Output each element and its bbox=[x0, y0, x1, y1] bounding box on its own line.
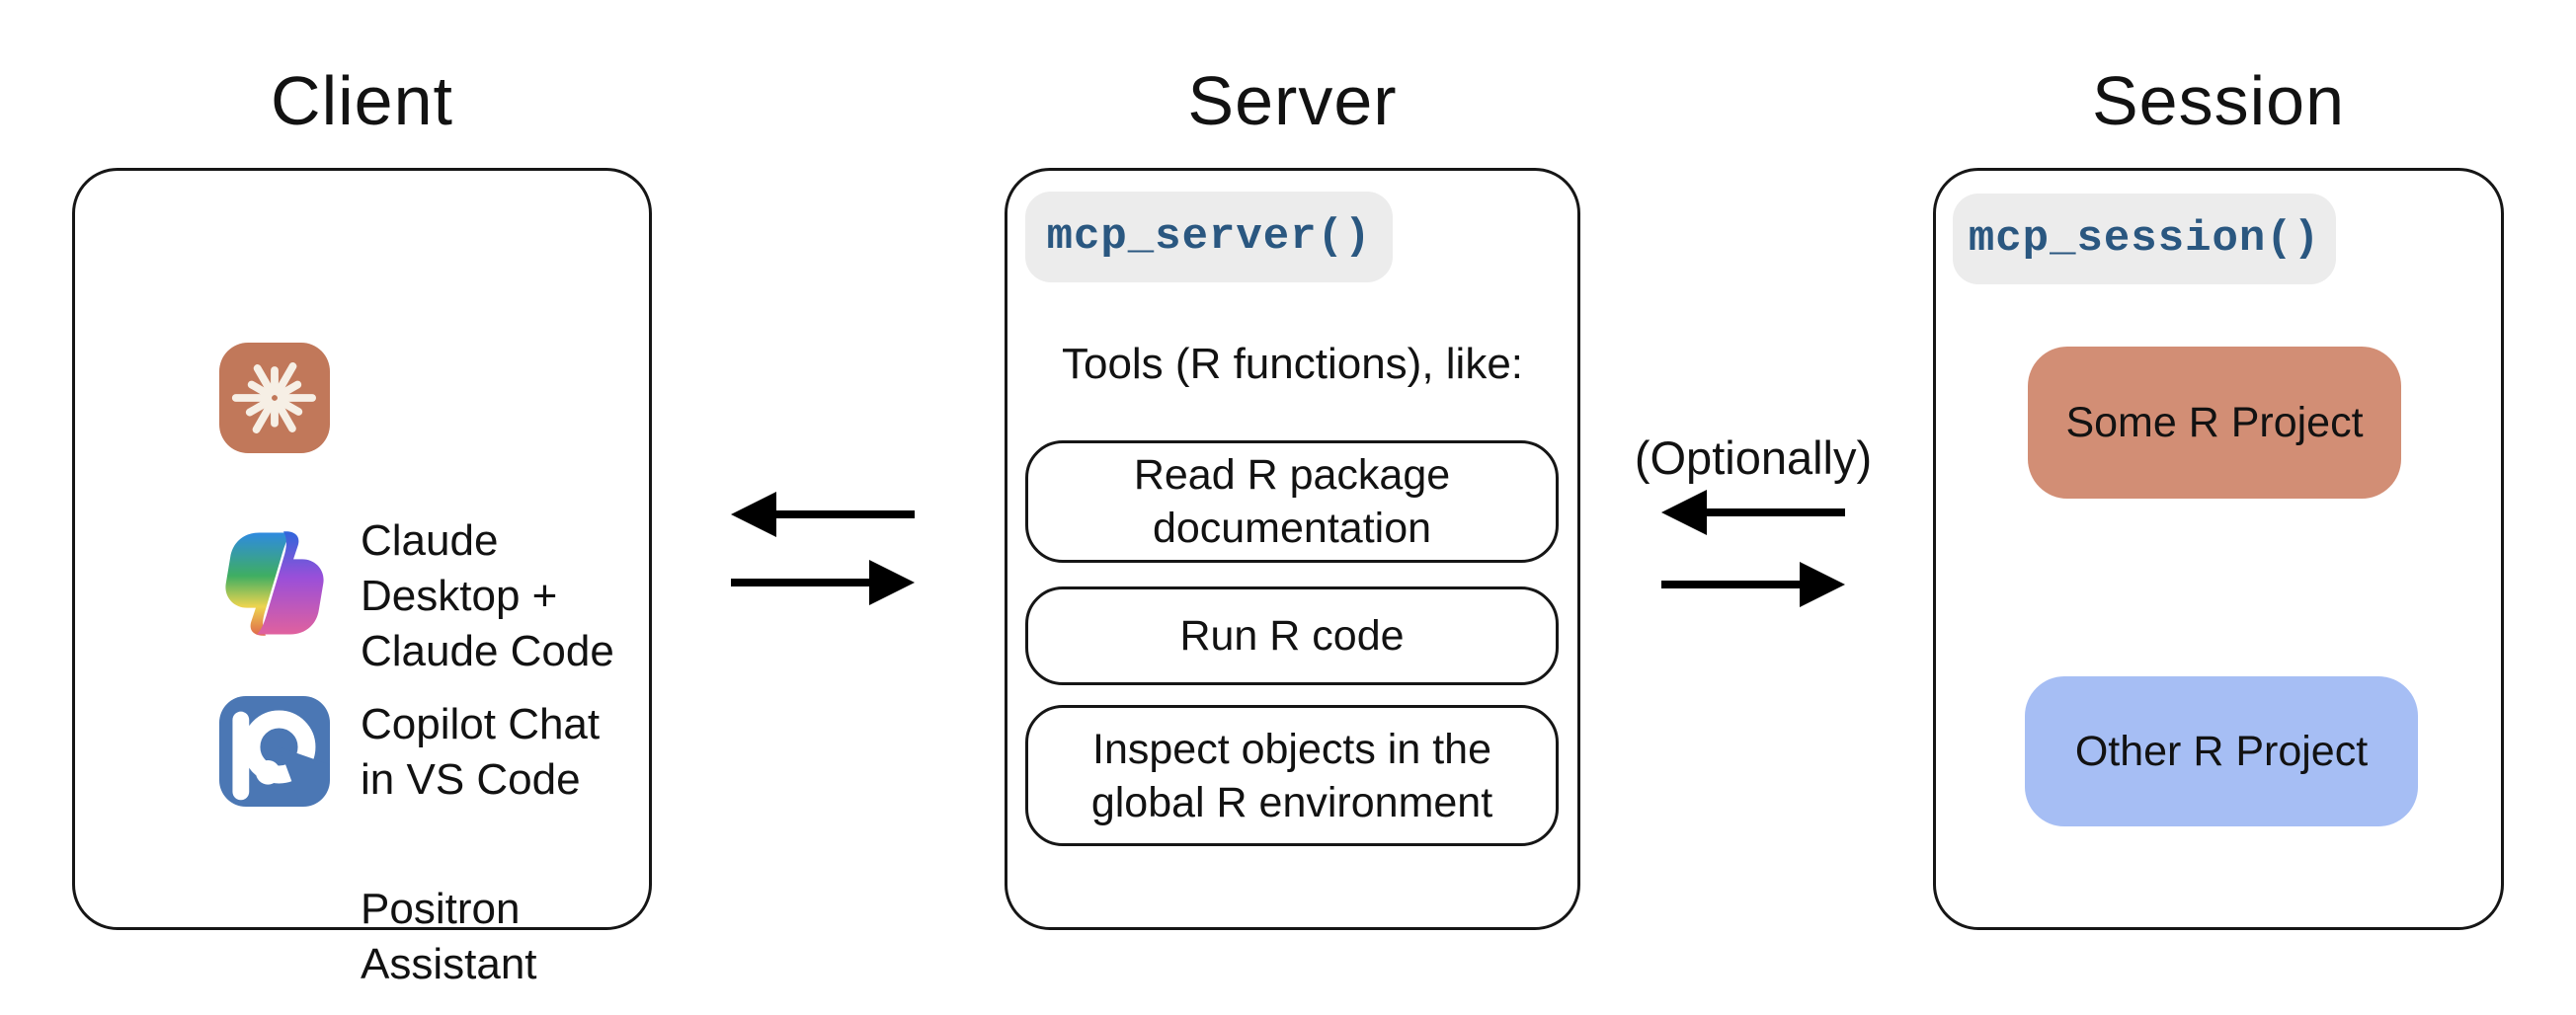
claude-icon bbox=[219, 343, 330, 453]
session-column-title: Session bbox=[2091, 62, 2346, 139]
arrow-server-to-session bbox=[1661, 562, 1845, 607]
some-r-project-box: Some R Project bbox=[2028, 347, 2401, 499]
tools-heading: Tools (R functions), like: bbox=[1061, 340, 1524, 388]
mcp-server-chip: mcp_server() bbox=[1025, 192, 1393, 282]
arrow-shaft bbox=[731, 579, 877, 586]
positron-icon bbox=[219, 696, 330, 807]
arrowhead-right-icon bbox=[869, 560, 915, 605]
copilot-icon bbox=[219, 528, 330, 639]
client-panel: Claude Desktop + Claude Code bbox=[72, 168, 652, 1015]
client-item-positron-label: Positron Assistant bbox=[361, 885, 537, 988]
claude-icon bbox=[219, 343, 330, 453]
mcp-server-code: mcp_server() bbox=[1046, 212, 1372, 262]
tool-read-docs: Read R package documentation bbox=[1025, 440, 1559, 563]
optionally-label: (Optionally) bbox=[1634, 431, 1873, 484]
copilot-icon bbox=[225, 531, 324, 636]
arrow-shaft bbox=[1699, 508, 1845, 516]
mcp-session-chip: mcp_session() bbox=[1953, 194, 2336, 284]
server-column-title: Server bbox=[1187, 62, 1398, 139]
arrow-shaft bbox=[1661, 581, 1808, 588]
client-more-ellipsis: ... bbox=[376, 1002, 439, 1015]
arrow-session-to-server bbox=[1661, 490, 1845, 535]
arrow-server-to-client bbox=[731, 492, 915, 537]
other-r-project-box: Other R Project bbox=[2025, 676, 2418, 826]
client-item-claude-label: Claude Desktop + Claude Code bbox=[361, 516, 614, 675]
tool-inspect-objects: Inspect objects in the global R environm… bbox=[1025, 705, 1559, 846]
client-item-copilot-label: Copilot Chat in VS Code bbox=[361, 700, 601, 804]
arrow-client-to-server bbox=[731, 560, 915, 605]
client-column-title: Client bbox=[271, 62, 453, 139]
arrow-shaft bbox=[768, 510, 915, 518]
positron-icon bbox=[219, 696, 330, 807]
tool-run-r-code: Run R code bbox=[1025, 586, 1559, 685]
mcp-session-code: mcp_session() bbox=[1968, 214, 2321, 264]
arrowhead-right-icon bbox=[1800, 562, 1845, 607]
